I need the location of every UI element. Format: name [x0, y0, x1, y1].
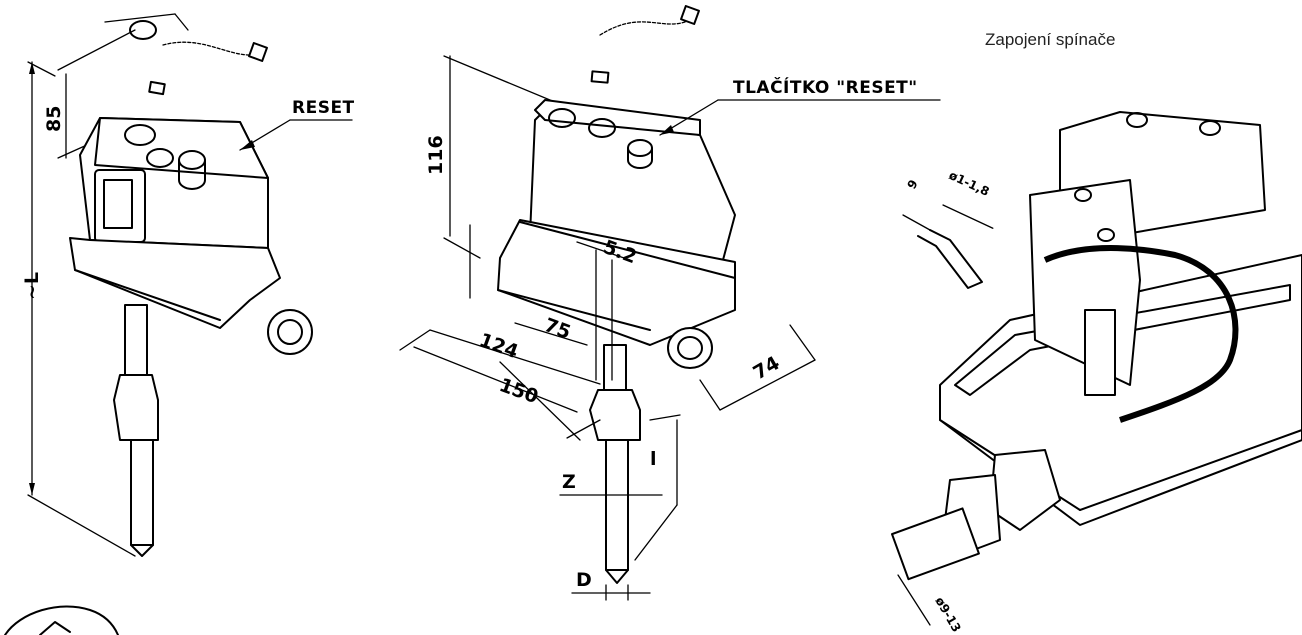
dim-d-label: D [576, 569, 592, 591]
reset-label: RESET [292, 98, 355, 118]
right-view: 9 ø1-1,8 ø9-13 [891, 111, 1302, 635]
dim-height-label: 85 [43, 106, 65, 132]
dim-cable-label: ø9-13 [932, 595, 963, 635]
middle-view: 116 124 150 75 5.2 [399, 5, 941, 601]
dim-z-label: Z [562, 471, 576, 493]
reset-button-label: TLAČÍTKO "RESET" [733, 76, 918, 98]
dim-length-label: ~L [21, 272, 43, 300]
dim-l-label: l [650, 448, 657, 470]
left-view: ~L 85 R [21, 13, 355, 557]
corner-emblem [4, 605, 119, 635]
wiring-caption: Zapojení spínače [985, 30, 1116, 49]
dim-116-label: 116 [425, 135, 447, 175]
dim-strip-label: 9 [904, 177, 920, 191]
dim-124-label: 124 [476, 329, 521, 363]
dim-wire-diameter-label: ø1-1,8 [947, 168, 992, 199]
dim-150-label: 150 [496, 374, 541, 408]
